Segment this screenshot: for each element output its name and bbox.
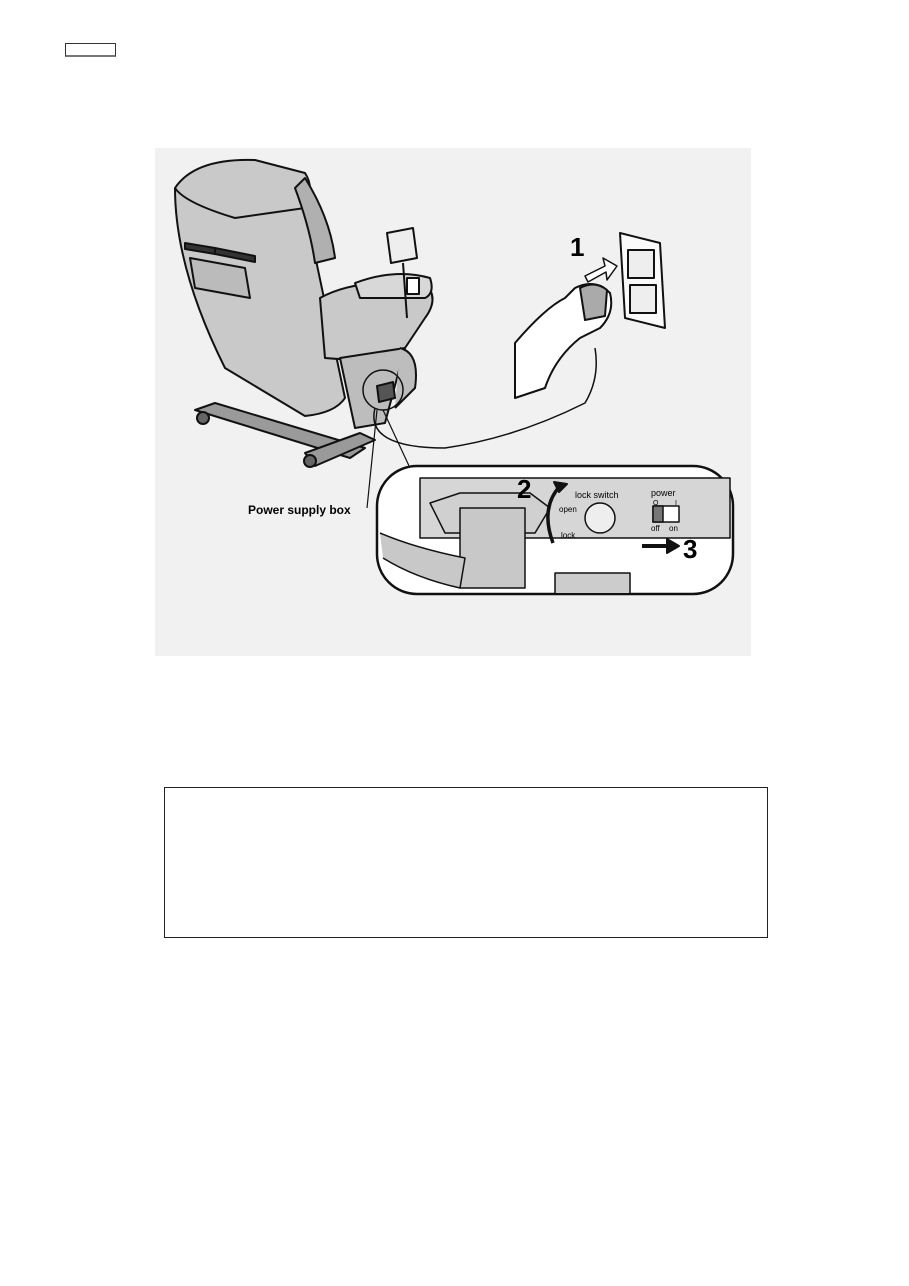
power-off-symbol: O bbox=[653, 500, 659, 507]
page-tag-box bbox=[65, 43, 116, 57]
power-label: power bbox=[651, 488, 676, 498]
step-1-label: 1 bbox=[570, 232, 584, 262]
lock-switch-label: lock switch bbox=[575, 490, 619, 500]
step-3-label: 3 bbox=[683, 534, 697, 564]
setup-illustration: 1 2 3 Power supply box lock switch open … bbox=[155, 148, 751, 656]
power-on-label: on bbox=[669, 524, 678, 533]
lock-lock-label: lock bbox=[561, 531, 576, 540]
lock-open-label: open bbox=[559, 505, 577, 514]
power-on-symbol: I bbox=[675, 500, 677, 507]
massage-chair-illustration: 1 2 3 Power supply box lock switch open … bbox=[174, 158, 735, 596]
note-box bbox=[164, 787, 768, 938]
step-2-label: 2 bbox=[517, 474, 531, 504]
power-supply-box-label: Power supply box bbox=[248, 503, 351, 517]
power-off-label: off bbox=[651, 524, 661, 533]
